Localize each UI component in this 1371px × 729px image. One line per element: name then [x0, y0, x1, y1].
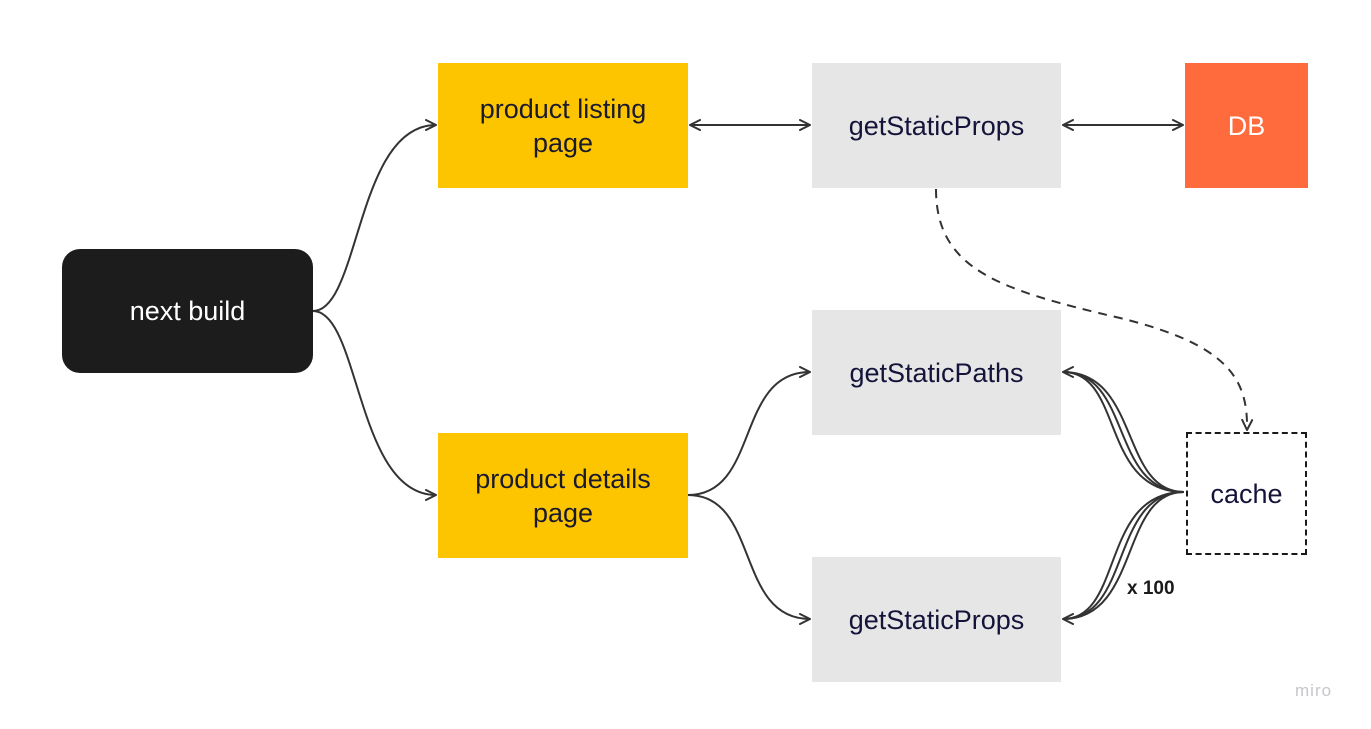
get-static-props-listing-label: getStaticProps [848, 110, 1025, 141]
cache-label: cache [1210, 478, 1283, 509]
edge-cache-to-paths-2 [1062, 371, 1185, 493]
edge-build-to-details [312, 310, 437, 501]
cache-node[interactable]: cache [1186, 432, 1307, 555]
product-details-page-node[interactable]: product details page [438, 433, 688, 558]
edge-cache-to-paths-1 [1062, 366, 1185, 493]
edge-build-to-listing [312, 119, 437, 312]
db-label: DB [1227, 110, 1266, 141]
next-build-node[interactable]: next build [62, 249, 313, 373]
get-static-props-listing-node[interactable]: getStaticProps [812, 63, 1061, 188]
get-static-paths-label: getStaticPaths [849, 357, 1024, 388]
product-listing-page-node[interactable]: product listing page [438, 63, 688, 188]
product-details-page-label: product details page [475, 463, 651, 528]
edge-details-to-paths [687, 366, 811, 496]
db-node[interactable]: DB [1185, 63, 1308, 188]
edge-cache-to-props-bottom-2 [1062, 491, 1185, 620]
get-static-props-details-node[interactable]: getStaticProps [812, 557, 1061, 682]
get-static-paths-node[interactable]: getStaticPaths [812, 310, 1061, 435]
edge-cache-to-paths-3 [1062, 371, 1185, 493]
edge-cache-to-props-bottom-1 [1062, 491, 1185, 625]
get-static-props-details-label: getStaticProps [848, 604, 1025, 635]
product-listing-page-label: product listing page [479, 93, 647, 158]
next-build-label: next build [129, 296, 246, 326]
edge-details-to-props-bottom [687, 494, 811, 625]
call-count-label: x 100 [1127, 578, 1175, 599]
miro-watermark: miro [1295, 681, 1333, 700]
edge-cache-to-props-bottom-3 [1062, 491, 1185, 620]
edge-props-top-to-cache [935, 188, 1254, 431]
